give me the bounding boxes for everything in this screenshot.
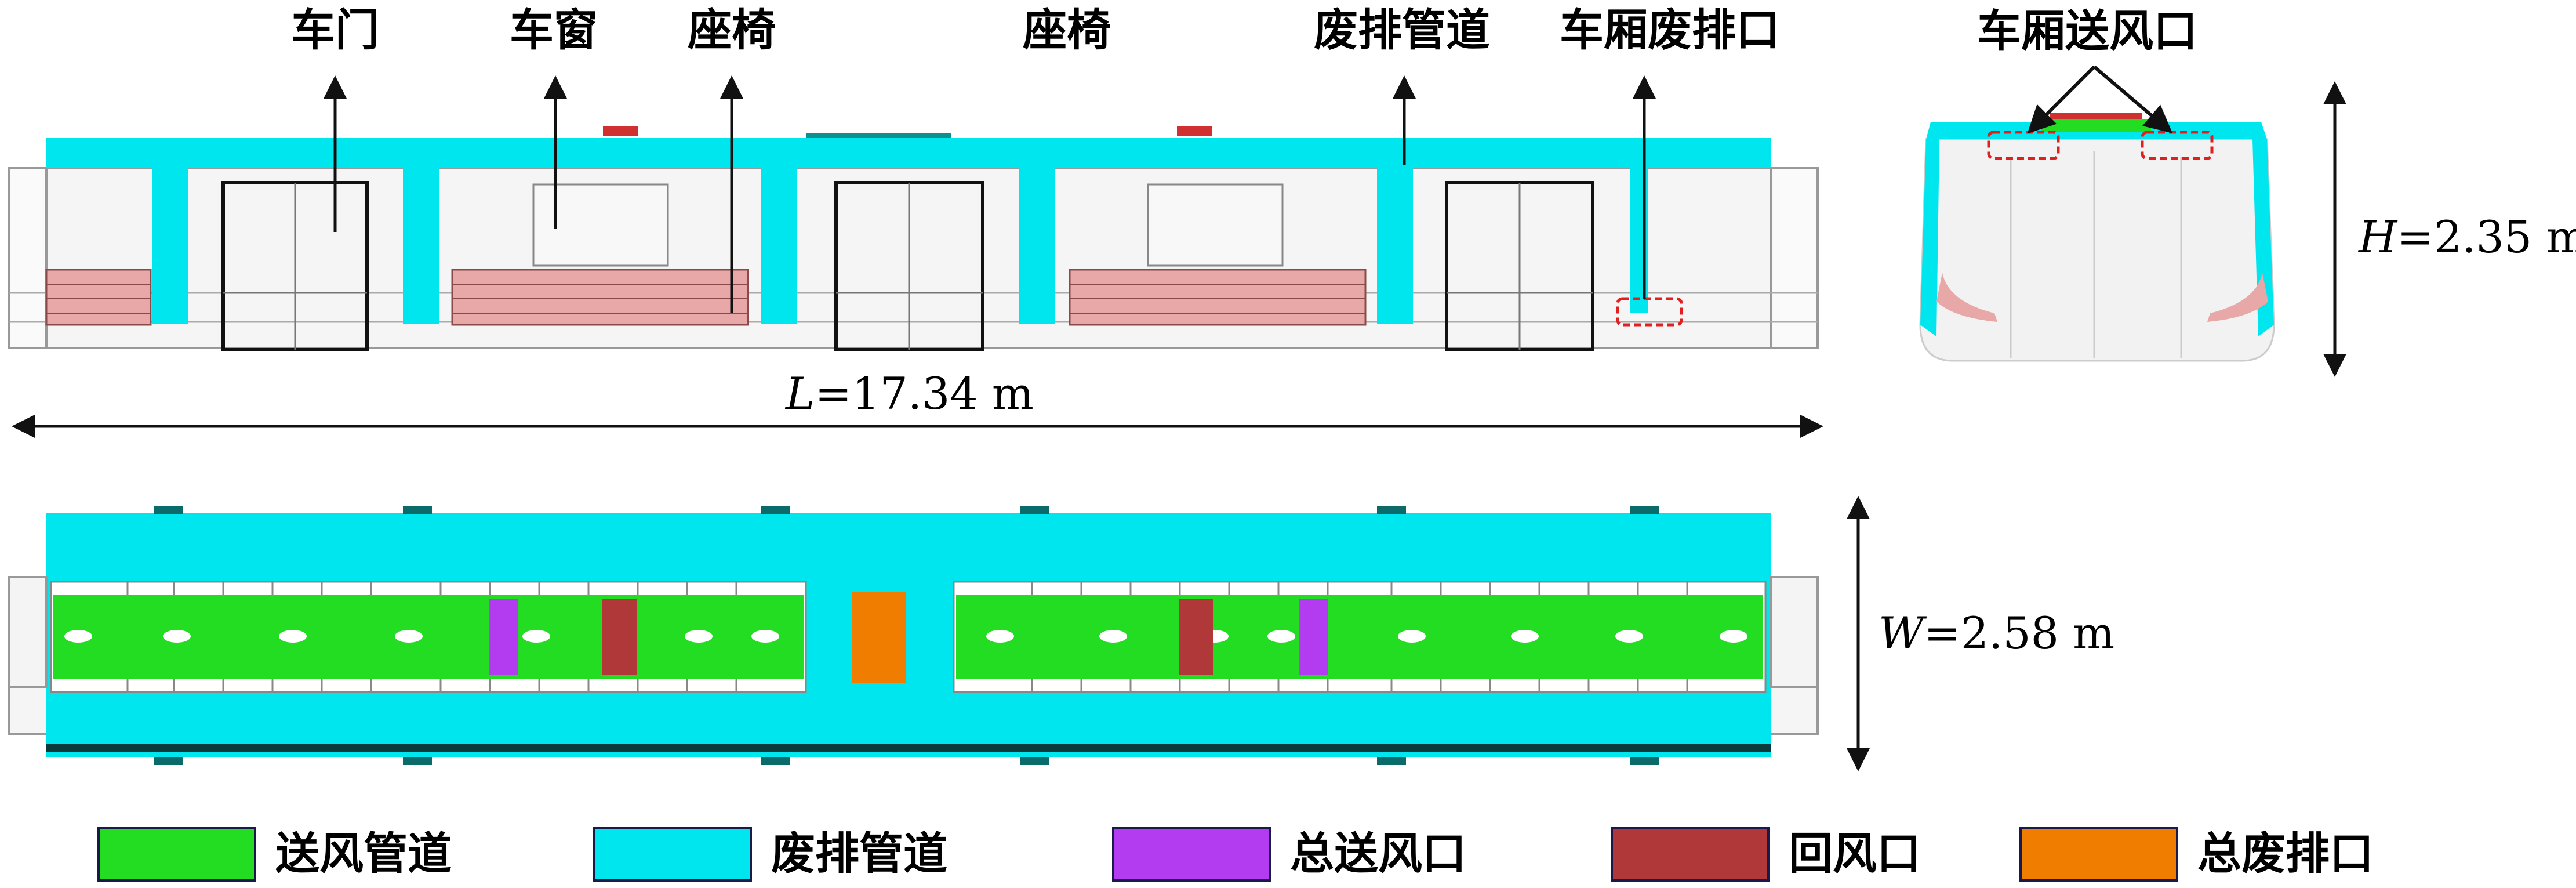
legend-label: 总送风口 (1290, 828, 1466, 879)
main-supply-port (1299, 599, 1328, 675)
exhaust-branch (152, 168, 188, 324)
top-bottom-stripe (46, 744, 1771, 752)
front-seat-right (2207, 273, 2268, 322)
legend-item-main-exhaust: 总废排口 (2019, 827, 2374, 882)
legend-swatch (593, 827, 752, 882)
arrow-supply-left (2027, 65, 2096, 134)
label-door: 车门 (291, 4, 379, 56)
cabin-supply-port-left (1987, 131, 2060, 160)
top-end-left (8, 576, 48, 688)
window (1147, 183, 1284, 267)
main-exhaust-port (852, 592, 906, 683)
door (834, 181, 984, 351)
legend-item-supply-duct: 送风管道 (97, 827, 452, 882)
legend: 送风管道 废排管道 总送风口 回风口 总废排口 (97, 827, 2374, 882)
seat (1069, 269, 1367, 326)
width-dimension-label: W=2.58 m (1879, 607, 2114, 659)
legend-item-return: 回风口 (1611, 827, 1921, 882)
window (532, 183, 669, 267)
legend-label: 送风管道 (275, 828, 452, 879)
legend-label: 废排管道 (771, 828, 947, 879)
front-roof-unit (2050, 113, 2142, 119)
roof-unit (1177, 126, 1212, 136)
cabin-exhaust-port-highlight (1616, 297, 1683, 327)
exhaust-branch (761, 168, 797, 324)
arrow-supply-right (2093, 65, 2173, 133)
return-port (602, 599, 637, 675)
seat (45, 269, 152, 326)
label-seat-mid: 座椅 (1023, 4, 1111, 56)
label-window: 车窗 (510, 4, 598, 56)
front-supply-duct (2041, 119, 2151, 132)
top-end-right (1770, 576, 1819, 688)
main-supply-port (489, 599, 518, 675)
legend-label: 总废排口 (2197, 828, 2374, 879)
return-port (1179, 599, 1213, 675)
car-body-side (8, 167, 1819, 349)
label-cabin-exhaust-port: 车厢废排口 (1560, 4, 1780, 56)
exhaust-branch (1377, 168, 1413, 324)
length-dimension-label: L=17.34 m (784, 368, 1034, 419)
exhaust-branch (403, 168, 439, 324)
front-exhaust-left (1920, 139, 1939, 336)
seat (451, 269, 749, 326)
end-cap-left (8, 167, 48, 349)
cabin-supply-port-right (2141, 131, 2214, 160)
supply-diffusers (64, 630, 1747, 643)
exhaust-branch (1019, 168, 1055, 324)
front-seat-left (1936, 273, 1997, 322)
front-view: 车厢送风口 H=2.35 m (1919, 5, 2576, 377)
label-cabin-supply-port: 车厢送风口 (1977, 5, 2197, 57)
door (221, 181, 369, 351)
door (1445, 181, 1594, 351)
top-tabs (154, 506, 1659, 765)
legend-swatch (2019, 827, 2178, 882)
legend-swatch (1611, 827, 1770, 882)
label-exhaust-duct: 废排管道 (1314, 4, 1490, 56)
height-dimension-label: H=2.35 m (2357, 211, 2576, 263)
roof-exhaust-duct (46, 138, 1771, 168)
legend-swatch (1112, 827, 1271, 882)
roof-unit (806, 133, 951, 138)
label-seat-left: 座椅 (688, 4, 776, 56)
legend-item-exhaust-duct: 废排管道 (593, 827, 947, 882)
legend-swatch (97, 827, 256, 882)
legend-label: 回风口 (1789, 828, 1921, 879)
roof-unit (603, 126, 638, 136)
panel-segments (126, 582, 1688, 692)
front-body (1919, 138, 2275, 362)
end-cap-right (1770, 167, 1819, 349)
top-view: W=2.58 m (8, 496, 2114, 771)
legend-item-main-supply: 总送风口 (1112, 827, 1466, 882)
side-view: 车门 车窗 座椅 座椅 废排管道 车厢废排口 L=17.34 m (8, 4, 1823, 438)
